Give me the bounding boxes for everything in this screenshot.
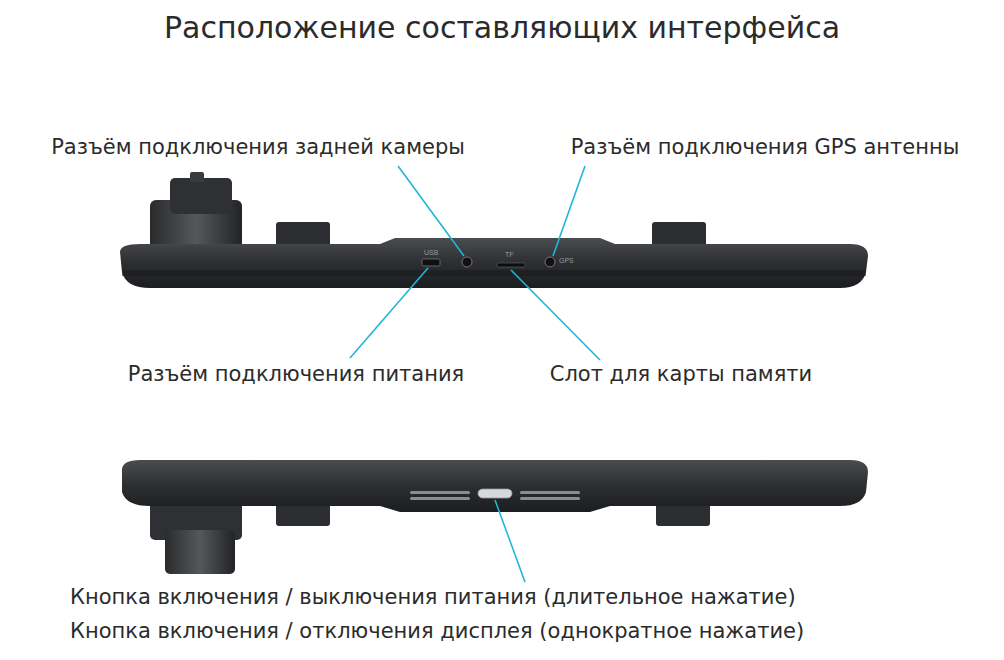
part-label: Кнопка включения / отключения дисплея (о… [70, 619, 804, 644]
part-label: Разъём подключения питания [128, 362, 464, 387]
top-view [120, 172, 868, 288]
diagram-title: Расположение составляющих интерфейса [164, 10, 840, 46]
part-label: Кнопка включения / выключения питания (д… [70, 585, 796, 610]
bottom-view [122, 460, 868, 574]
port-marking: GPS [559, 257, 574, 265]
part-label: Слот для карты памяти [550, 362, 812, 387]
port-marking: TF [505, 251, 514, 259]
port-marking: USB [424, 249, 438, 257]
part-label: Разъём подключения GPS антенны [571, 135, 960, 160]
part-label: Разъём подключения задней камеры [51, 135, 465, 160]
